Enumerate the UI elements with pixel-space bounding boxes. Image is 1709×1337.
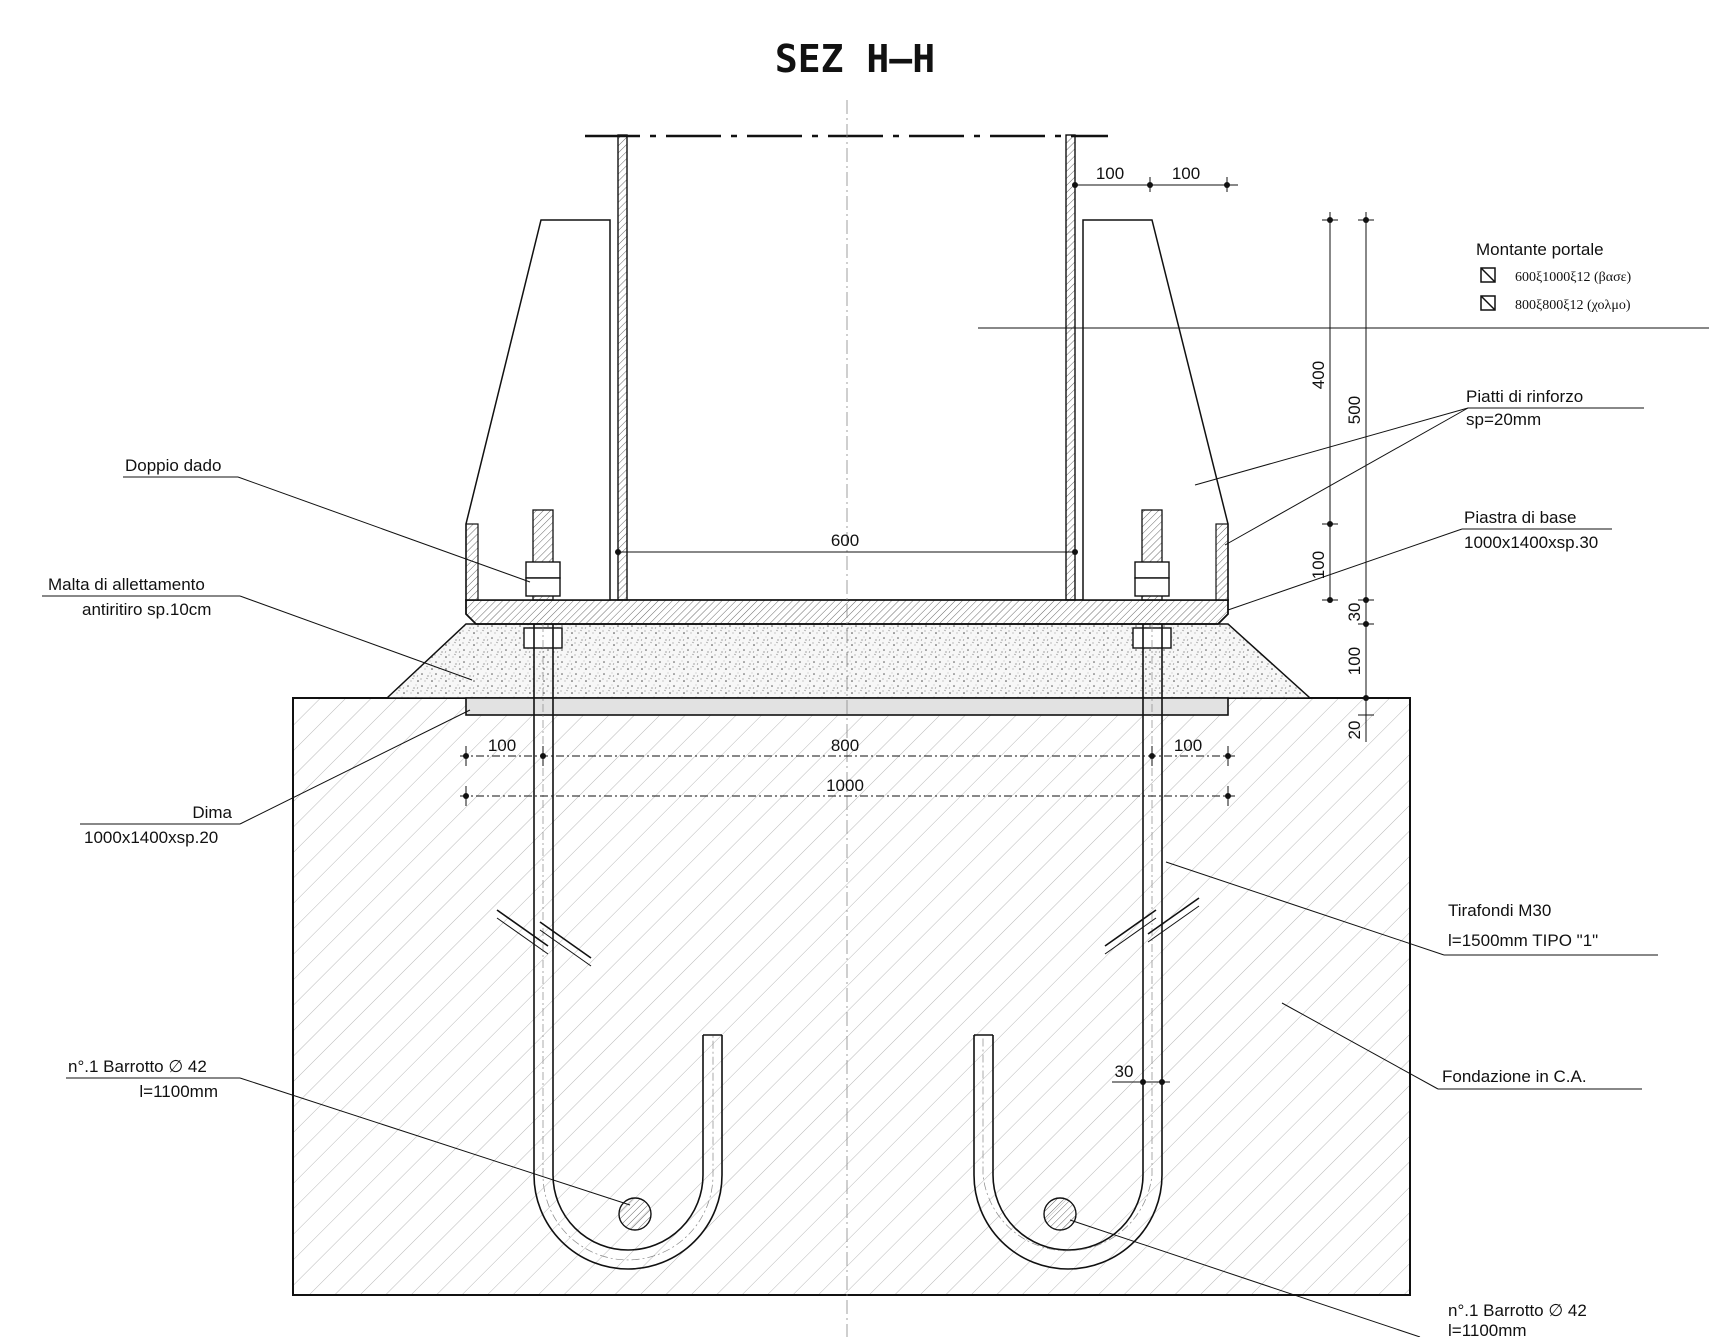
svg-text:Doppio dado: Doppio dado bbox=[125, 456, 221, 475]
svg-text:Piatti di rinforzo: Piatti di rinforzo bbox=[1466, 387, 1583, 406]
svg-text:Malta di allettamento: Malta di allettamento bbox=[48, 575, 205, 594]
dim-v-100-b: 100 bbox=[1345, 647, 1364, 675]
svg-text:Fondazione in C.A.: Fondazione in C.A. bbox=[1442, 1067, 1587, 1086]
svg-text:600ξ1000ξ12 (βασε): 600ξ1000ξ12 (βασε) bbox=[1515, 270, 1632, 285]
barrotto-right bbox=[1043, 1197, 1077, 1231]
svg-text:Dima: Dima bbox=[192, 803, 232, 822]
dim-top: 100 100 bbox=[1072, 164, 1238, 192]
dim-v-100-a: 100 bbox=[1309, 551, 1328, 579]
callout-barrotto-left: n°.1 Barrotto ∅ 42 l=1100mm bbox=[66, 1057, 631, 1206]
dim-bottom-800: 100 800 100 bbox=[460, 736, 1235, 766]
svg-text:Piastra di base: Piastra di base bbox=[1464, 508, 1576, 527]
dim-v-20: 20 bbox=[1345, 721, 1364, 740]
svg-text:sp=20mm: sp=20mm bbox=[1466, 410, 1541, 429]
dim-v-500: 500 bbox=[1345, 396, 1364, 424]
svg-text:Tirafondi M30: Tirafondi M30 bbox=[1448, 901, 1551, 920]
dim-bar-30: 30 bbox=[1112, 1062, 1170, 1090]
svg-text:l=1100mm: l=1100mm bbox=[139, 1082, 218, 1101]
dim-vertical: 400 100 500 30 100 20 bbox=[1309, 212, 1374, 742]
callout-piastra: Piastra di base 1000x1400xsp.30 bbox=[1227, 508, 1612, 611]
callout-montante: Montante portale 600ξ1000ξ12 (βασε) 800ξ… bbox=[1476, 240, 1632, 313]
stiffener-right bbox=[1082, 219, 1229, 601]
dim-bottom-1000: 1000 bbox=[460, 776, 1235, 806]
dim-top-100-b: 100 bbox=[1172, 164, 1200, 183]
section-symbol-icon bbox=[1480, 267, 1496, 283]
svg-text:l=1500mm TIPO "1": l=1500mm TIPO "1" bbox=[1448, 931, 1598, 950]
stiffener-left bbox=[465, 219, 611, 601]
dim-top-100-a: 100 bbox=[1096, 164, 1124, 183]
dim-600: 600 bbox=[831, 531, 859, 550]
callout-tirafondi: Tirafondi M30 l=1500mm TIPO "1" bbox=[1165, 861, 1658, 956]
svg-text:antiritiro sp.10cm: antiritiro sp.10cm bbox=[82, 600, 211, 619]
dim-bottom-100-left: 100 bbox=[488, 736, 516, 755]
svg-text:Montante portale: Montante portale bbox=[1476, 240, 1604, 259]
svg-text:l=1100mm: l=1100mm bbox=[1448, 1321, 1527, 1337]
anchor-bolt-right bbox=[973, 509, 1200, 1270]
svg-text:1000x1400xsp.30: 1000x1400xsp.30 bbox=[1464, 533, 1598, 552]
anchor-bolt-left bbox=[496, 509, 723, 1270]
callout-dima: Dima 1000x1400xsp.20 bbox=[80, 709, 471, 847]
svg-text:800ξ800ξ12 (χολμο): 800ξ800ξ12 (χολμο) bbox=[1515, 298, 1631, 313]
column-section bbox=[585, 134, 1108, 601]
drawing-title: SEZ H–H bbox=[775, 37, 935, 81]
callout-barrotto-right: n°.1 Barrotto ∅ 42 l=1100mm bbox=[1069, 1219, 1587, 1337]
svg-text:1000x1400xsp.20: 1000x1400xsp.20 bbox=[84, 828, 218, 847]
dim-bottom-100-right: 100 bbox=[1174, 736, 1202, 755]
section-symbol-icon bbox=[1480, 295, 1496, 311]
dim-30: 30 bbox=[1115, 1062, 1134, 1081]
dim-inner-600: 600 bbox=[615, 531, 1078, 555]
callout-piatti: Piatti di rinforzo sp=20mm bbox=[1194, 387, 1644, 546]
dim-1000: 1000 bbox=[826, 776, 864, 795]
foundation-block bbox=[292, 697, 1411, 1296]
svg-text:n°.1 Barrotto ∅ 42: n°.1 Barrotto ∅ 42 bbox=[68, 1057, 207, 1076]
barrotto-left bbox=[618, 1197, 652, 1231]
callout-fondazione: Fondazione in C.A. bbox=[1281, 1002, 1642, 1090]
dim-v-400: 400 bbox=[1309, 361, 1328, 389]
dim-v-30: 30 bbox=[1345, 603, 1364, 622]
callout-doppio-dado: Doppio dado bbox=[123, 456, 531, 583]
dim-800: 800 bbox=[831, 736, 859, 755]
callout-malta: Malta di allettamento antiritiro sp.10cm bbox=[42, 575, 473, 681]
svg-text:n°.1 Barrotto ∅ 42: n°.1 Barrotto ∅ 42 bbox=[1448, 1301, 1587, 1320]
